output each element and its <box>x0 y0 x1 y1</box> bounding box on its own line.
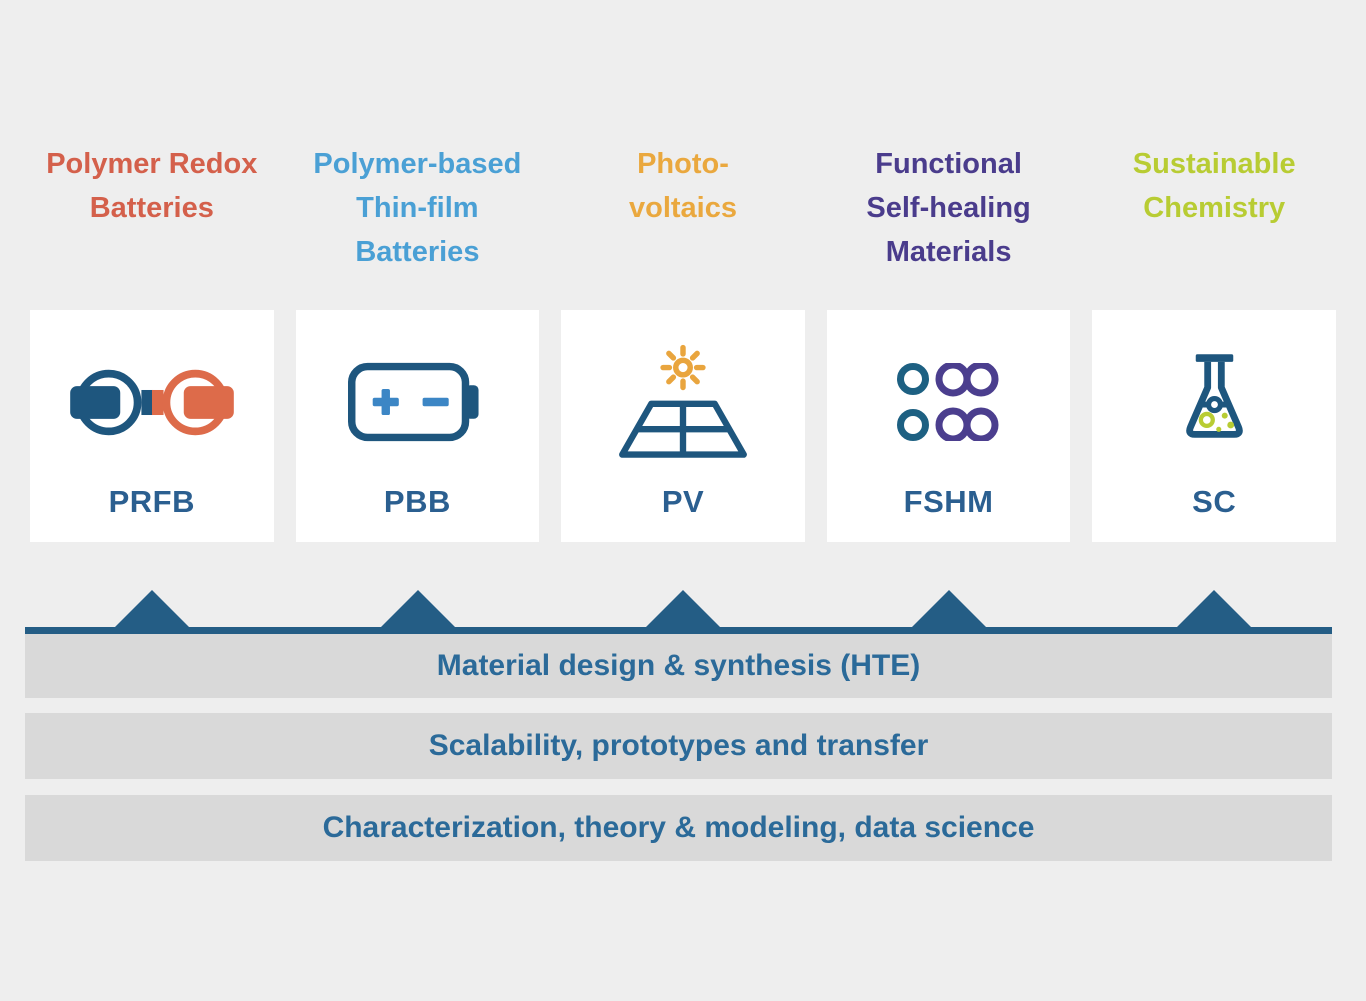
area-title-fshm: Functional Self-healing Materials <box>866 148 1031 268</box>
area-title-prfb: Polymer Redox Batteries <box>46 148 258 224</box>
area-card-pbb: PBB <box>295 310 540 542</box>
timeline-arrow-fshm <box>912 590 986 627</box>
platform-bar-scalability: Scalability, prototypes and transfer <box>25 713 1332 779</box>
area-card-fshm: FSHM <box>826 310 1071 542</box>
area-abbr-prfb: PRFB <box>108 484 195 519</box>
area-cards-row: PRFB PBB <box>30 310 1336 542</box>
area-title-sc: Sustainable Chemistry <box>1132 148 1296 224</box>
redox-flow-battery-icon <box>69 369 234 435</box>
platform-label: Scalability, prototypes and transfer <box>428 729 929 762</box>
solar-panel-sun-icon <box>619 344 747 458</box>
area-title-pbb: Polymer-based Thin-film Batteries <box>313 148 522 268</box>
area-abbr-pv: PV <box>661 484 705 519</box>
timeline-arrow-prfb <box>115 590 189 627</box>
area-card-pv: PV <box>561 310 805 542</box>
area-abbr-sc: SC <box>1192 484 1237 519</box>
thin-film-battery-icon <box>348 362 479 442</box>
molecule-rings-icon <box>896 363 999 441</box>
area-title-pv: Photo- voltaics <box>628 148 737 224</box>
area-abbr-fshm: FSHM <box>903 484 994 519</box>
timeline-arrow-pv <box>646 590 720 627</box>
timeline-line <box>25 627 1332 634</box>
timeline <box>25 590 1332 634</box>
platform-bar-material-design: Material design & synthesis (HTE) <box>25 634 1332 698</box>
area-card-sc: SC <box>1092 310 1336 542</box>
area-abbr-pbb: PBB <box>383 484 451 519</box>
timeline-arrow-sc <box>1177 590 1251 627</box>
erlenmeyer-flask-icon <box>1185 354 1243 438</box>
timeline-arrow-pbb <box>381 590 455 627</box>
platform-label: Material design & synthesis (HTE) <box>436 649 921 682</box>
area-titles-row: Polymer Redox Batteries Polymer-based Th… <box>30 142 1336 274</box>
platform-bar-characterization: Characterization, theory & modeling, dat… <box>25 795 1332 861</box>
platform-label: Characterization, theory & modeling, dat… <box>322 811 1035 844</box>
area-card-prfb: PRFB <box>30 310 274 542</box>
